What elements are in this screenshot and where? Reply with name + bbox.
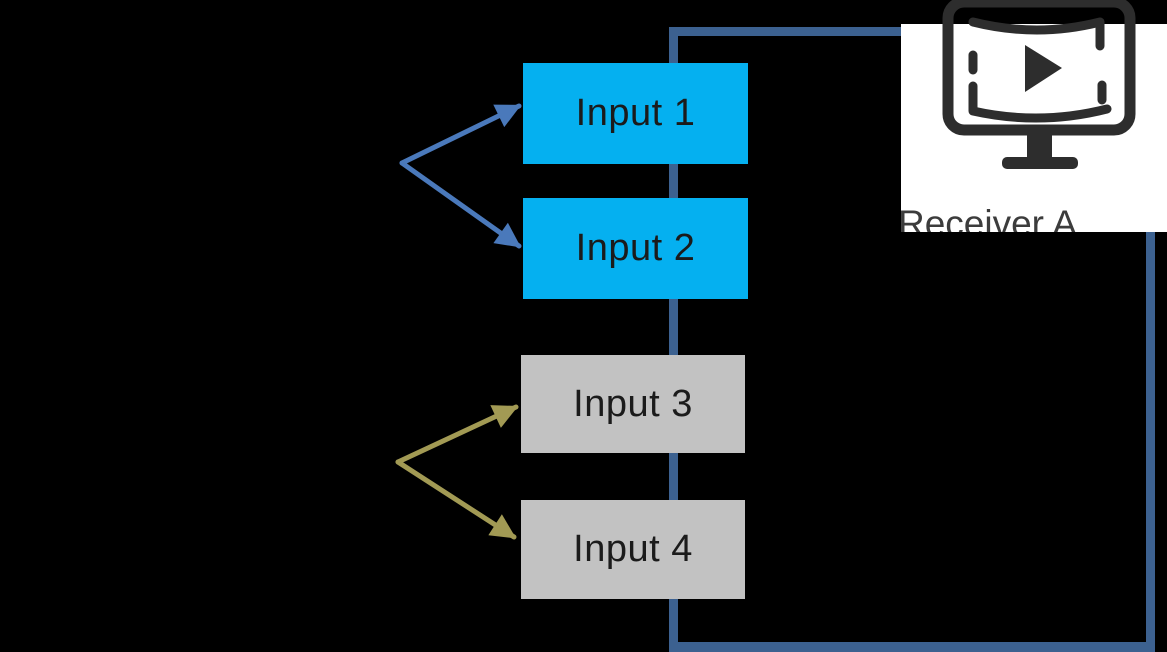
input-2-label: Input 2 [575, 227, 696, 269]
receiver-label: Receiver A [901, 203, 1077, 232]
olive-split-arrows [395, 404, 519, 540]
input-1-label: Input 1 [575, 92, 696, 134]
play-icon [1025, 45, 1062, 92]
input-3-label: Input 3 [573, 382, 693, 425]
input-3-box: Input 3 [521, 355, 745, 453]
connector-top-horizontal [669, 27, 901, 36]
connector-right-vertical [1146, 228, 1155, 652]
input-1-box: Input 1 [523, 63, 748, 164]
connector-bottom-horizontal [669, 642, 1155, 652]
input-2-box: Input 2 [523, 198, 748, 299]
input-4-box: Input 4 [521, 500, 745, 599]
blue-split-arrows [399, 103, 522, 249]
video-monitor-icon [942, 0, 1136, 169]
connector-main-vertical [669, 27, 678, 652]
input-4-label: Input 4 [573, 528, 693, 570]
